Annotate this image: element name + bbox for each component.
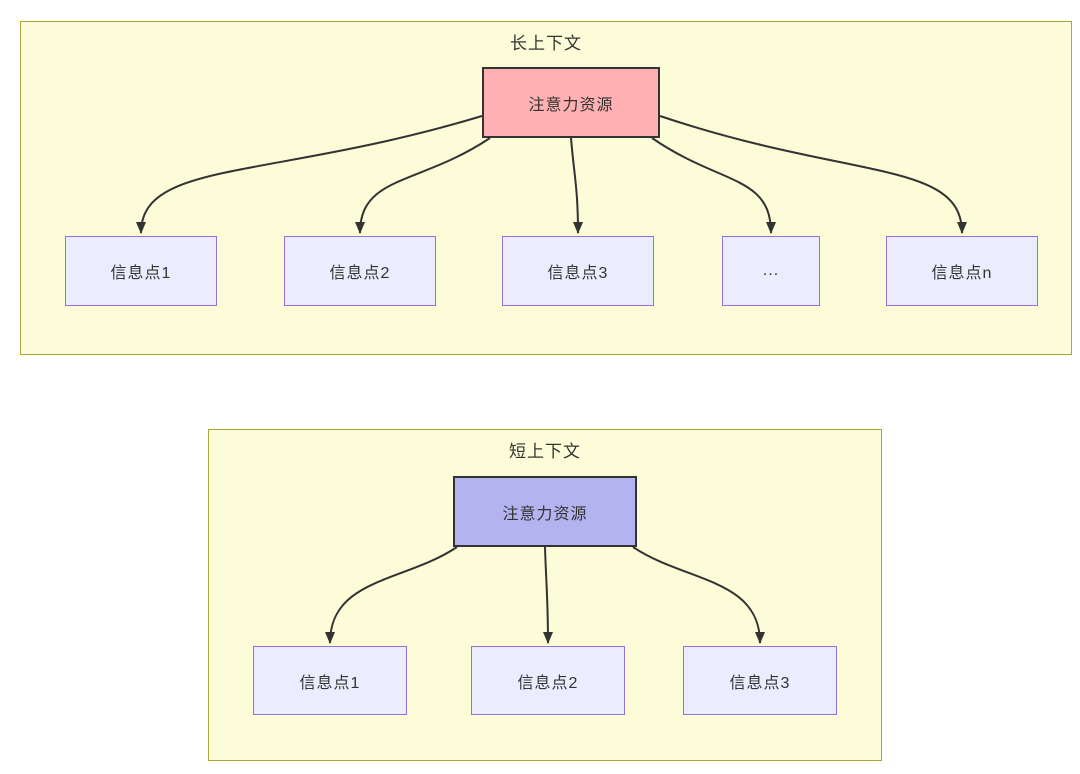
short-info-point-2-label: 信息点2	[517, 674, 579, 692]
long-info-point-ellipsis-label: ...	[762, 262, 780, 279]
long-context-title: 长上下文	[510, 34, 582, 53]
short-info-point-1-box: 信息点1	[253, 646, 407, 715]
long-attention-resource-box: 注意力资源	[482, 67, 660, 138]
long-info-point-3-label: 信息点3	[547, 265, 609, 282]
long-info-point-1-label: 信息点1	[110, 265, 172, 282]
long-info-point-n-label: 信息点n	[931, 265, 993, 282]
short-attention-resource-label: 注意力资源	[502, 505, 588, 523]
short-context-title: 短上下文	[509, 442, 581, 461]
long-info-point-2-label: 信息点2	[329, 265, 391, 282]
long-info-point-3-box: 信息点3	[502, 236, 654, 306]
short-info-point-2-box: 信息点2	[471, 646, 625, 715]
short-info-point-3-label: 信息点3	[729, 674, 791, 692]
long-attention-resource-label: 注意力资源	[528, 96, 614, 114]
short-attention-resource-box: 注意力资源	[453, 476, 637, 547]
short-info-point-3-box: 信息点3	[683, 646, 837, 715]
short-info-point-1-label: 信息点1	[299, 674, 361, 692]
long-info-point-2-box: 信息点2	[284, 236, 436, 306]
long-info-point-n-box: 信息点n	[886, 236, 1038, 306]
long-info-point-1-box: 信息点1	[65, 236, 217, 306]
long-info-point-ellipsis-box: ...	[722, 236, 820, 306]
